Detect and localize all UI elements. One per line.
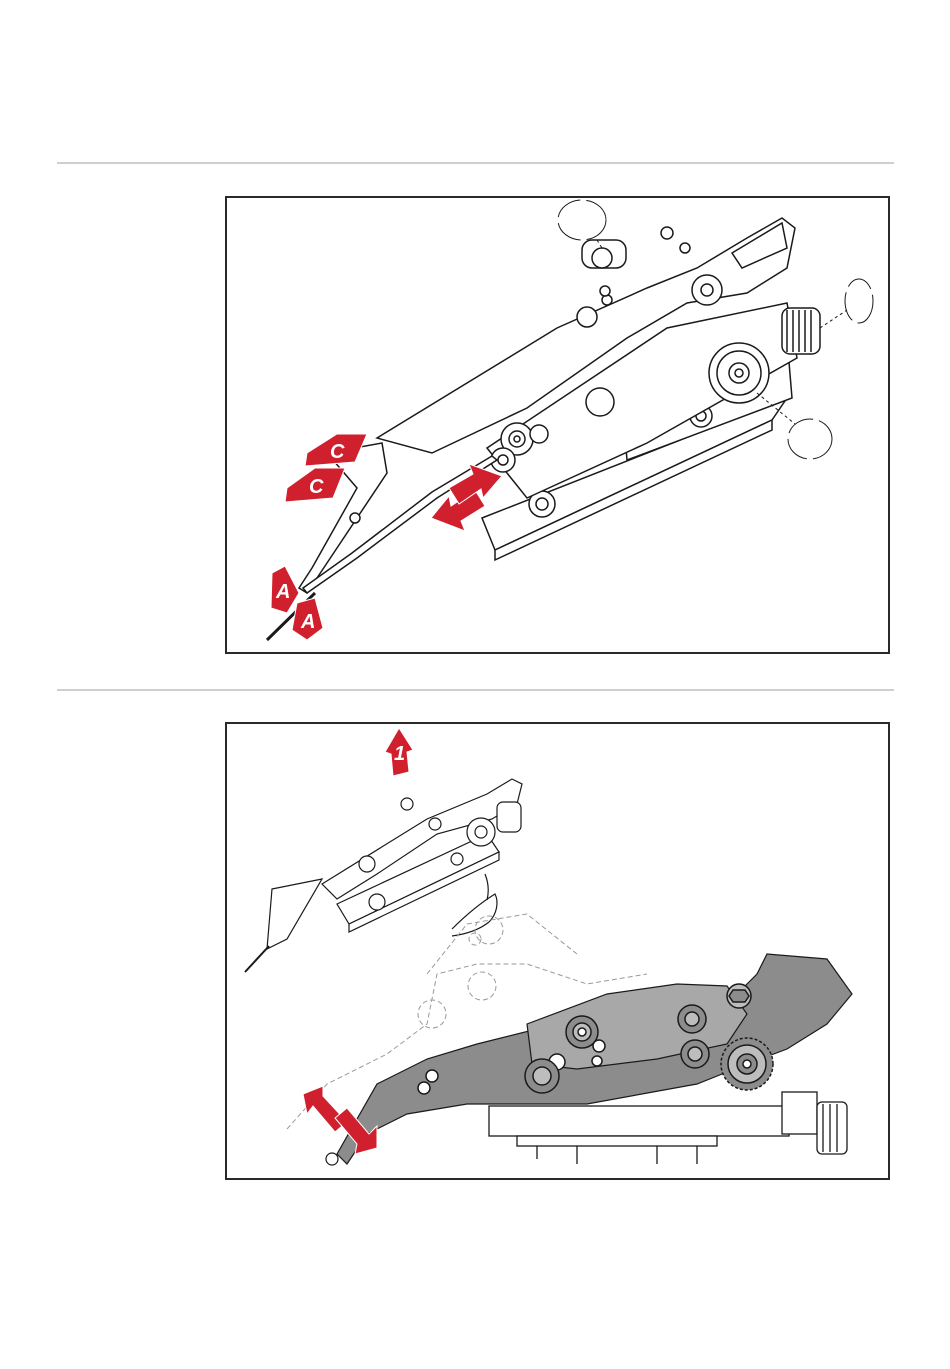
top-bolt xyxy=(727,984,751,1008)
rotation-indicator-right xyxy=(820,279,873,328)
figure-wire-feed-lever-operation: 1 xyxy=(225,722,890,1180)
inlet-guide-arm xyxy=(299,443,497,593)
callout-a-lower-label: A xyxy=(300,611,315,633)
drive-gear xyxy=(721,1038,773,1090)
callout-step-1-label: 1 xyxy=(394,743,405,765)
assembly-thumbnail xyxy=(245,779,522,972)
callout-c-lower: C xyxy=(285,468,345,502)
callout-step-1: 1 xyxy=(385,728,413,776)
callout-c-lower-label: C xyxy=(309,476,324,498)
hand-icon xyxy=(452,874,497,936)
lever-operation-illustration: 1 xyxy=(227,724,890,1180)
drive-roll-knob xyxy=(709,343,769,403)
section-divider-top xyxy=(57,162,894,164)
top-clamp-knob xyxy=(582,240,626,268)
callout-a-lower: A xyxy=(292,598,323,640)
callout-c-upper-label: C xyxy=(330,441,345,463)
adjustment-knob-right xyxy=(782,308,820,354)
wire-feed-illustration: C C A A xyxy=(227,198,890,654)
figure-wire-feed-assembly-overview: C C A A xyxy=(225,196,890,654)
section-divider-middle xyxy=(57,689,894,691)
callout-a-upper-label: A xyxy=(275,581,290,603)
callout-a-upper: A xyxy=(271,566,299,613)
